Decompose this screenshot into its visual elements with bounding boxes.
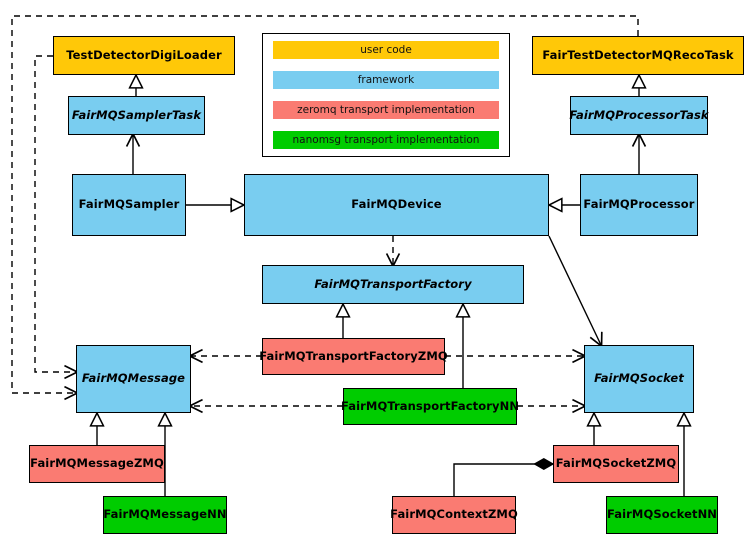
legend-item-user-code: user code xyxy=(273,41,499,59)
node-fairmq-device[interactable]: FairMQDevice xyxy=(244,174,549,236)
node-fairmq-sampler[interactable]: FairMQSampler xyxy=(72,174,186,236)
node-fairmq-message-zmq[interactable]: FairMQMessageZMQ xyxy=(29,445,165,483)
node-fairmq-message-nn[interactable]: FairMQMessageNN xyxy=(103,496,227,534)
edge-device-to-socket xyxy=(548,235,601,345)
node-fairmq-context-zmq[interactable]: FairMQContextZMQ xyxy=(390,496,518,534)
node-test-detector-digi-loader[interactable]: TestDetectorDigiLoader xyxy=(53,36,235,75)
node-fairmq-transport-factory-nn[interactable]: FairMQTransportFactoryNN xyxy=(341,388,519,425)
legend-item-zeromq: zeromq transport implementation xyxy=(273,101,499,119)
legend-item-nanomsg: nanomsg transport implementation xyxy=(273,131,499,149)
node-fairmq-message[interactable]: FairMQMessage xyxy=(76,345,191,413)
node-fairmq-sampler-task[interactable]: FairMQSamplerTask xyxy=(68,96,205,135)
node-fairmq-socket-nn[interactable]: FairMQSocketNN xyxy=(606,496,718,534)
node-fairmq-transport-factory[interactable]: FairMQTransportFactory xyxy=(262,265,524,304)
node-fairmq-socket-zmq[interactable]: FairMQSocketZMQ xyxy=(553,445,679,483)
edge-contextzmq-to-socketzmq xyxy=(453,457,555,496)
node-fairmq-processor[interactable]: FairMQProcessor xyxy=(580,174,698,236)
node-fair-test-detector-mq-reco-task[interactable]: FairTestDetectorMQRecoTask xyxy=(532,36,744,75)
node-fairmq-socket[interactable]: FairMQSocket xyxy=(584,345,694,413)
node-fairmq-transport-factory-zmq[interactable]: FairMQTransportFactoryZMQ xyxy=(259,338,448,375)
legend-item-framework: framework xyxy=(273,71,499,89)
legend-box: user code framework zeromq transport imp… xyxy=(262,33,510,157)
node-fairmq-processor-task[interactable]: FairMQProcessorTask xyxy=(569,96,709,135)
